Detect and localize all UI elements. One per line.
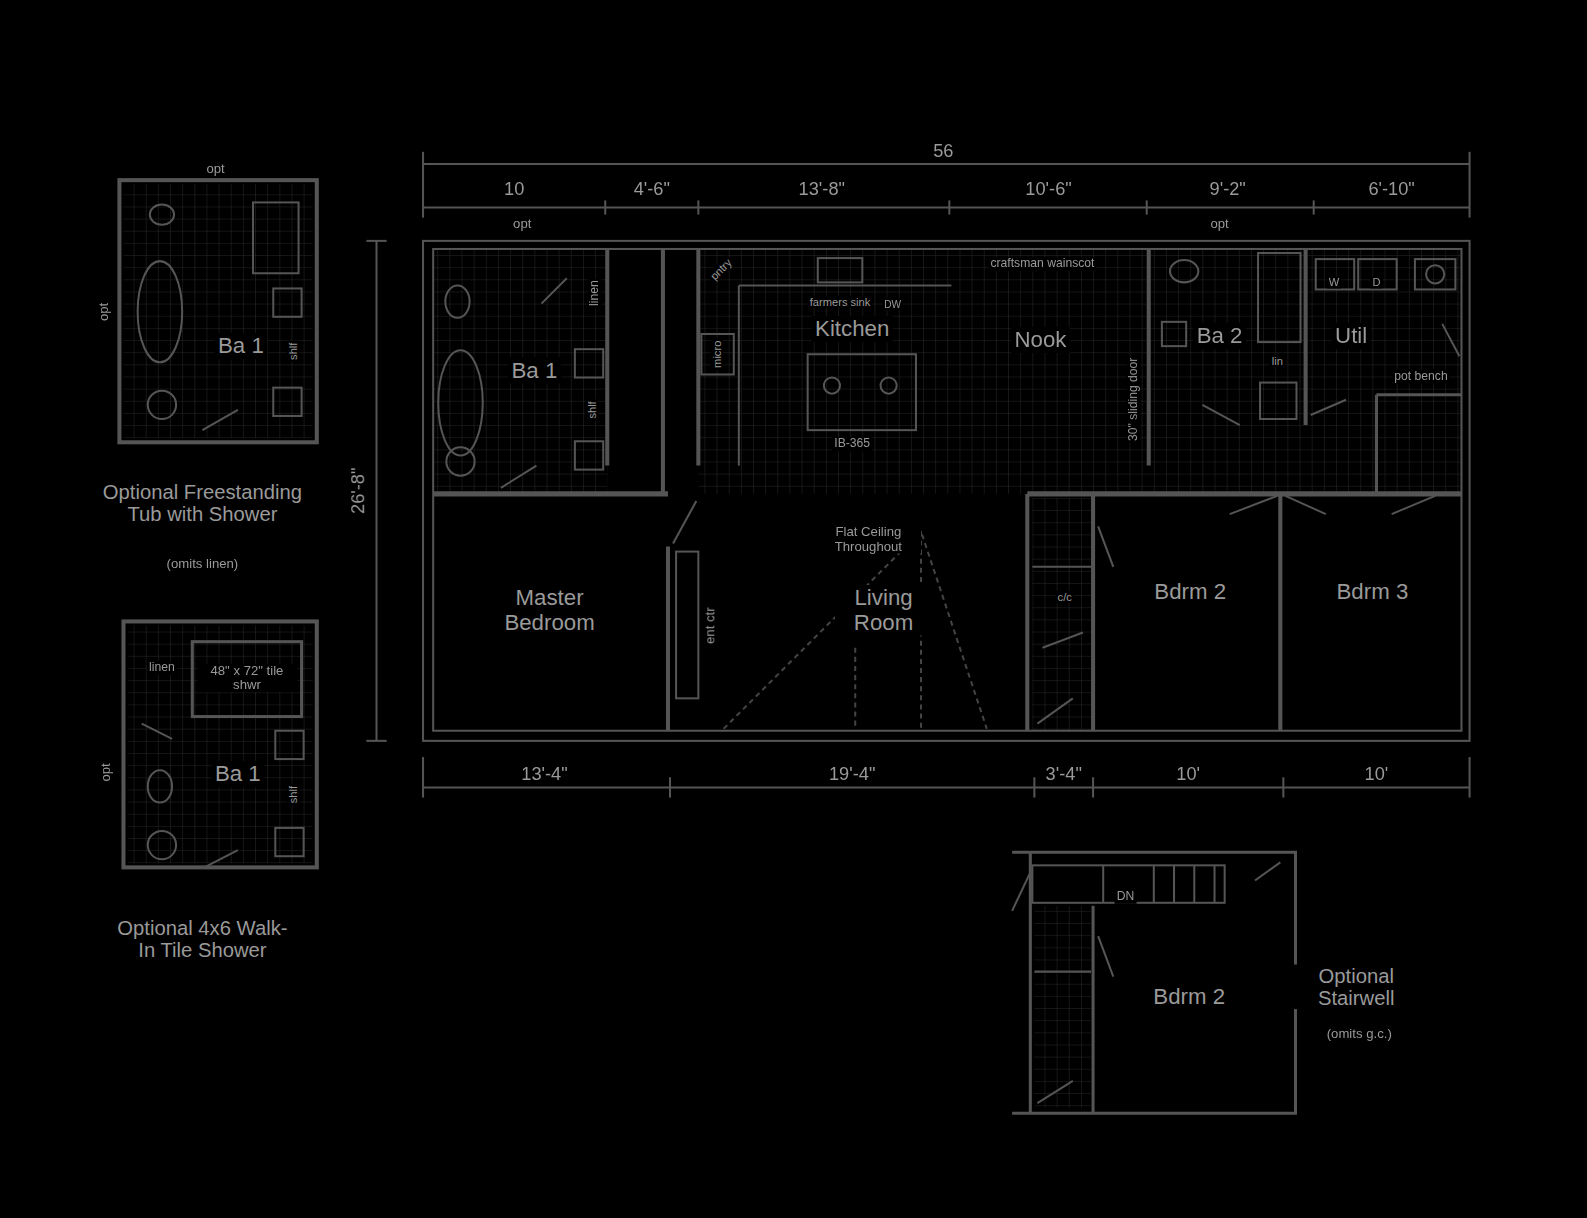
plan-label: 9'-2" (1208, 180, 1248, 200)
room-name: Bdrm 2 (1153, 985, 1225, 1009)
plan-label: opt (1208, 216, 1230, 230)
room-label: Living Room (835, 585, 932, 636)
plan-label: (omits g.c.) (1325, 1027, 1394, 1041)
plan-label: 26'-8" (349, 466, 369, 516)
room-label: Kitchen (812, 316, 892, 343)
plan-label: shlf (287, 784, 299, 805)
plan-label: Optional Freestanding Tub with Shower (94, 481, 311, 526)
plan-label: lin (1270, 355, 1285, 367)
plan-label: D (1370, 276, 1382, 288)
plan-label: IB-365 (832, 438, 872, 451)
plan-label: opt (204, 162, 226, 176)
room-label: Bdrm 2 (1151, 579, 1229, 606)
room-label: Util (1332, 323, 1370, 350)
room-name: Ba 1 (511, 358, 557, 382)
plan-label: c/c (1056, 591, 1074, 603)
plan-label: micro (710, 339, 722, 370)
plan-label: 10 (502, 180, 526, 200)
room-name: Bdrm 3 (1337, 580, 1409, 604)
room-label: Nook (1011, 327, 1069, 354)
plan-label: 13'-8" (797, 180, 847, 200)
plan-label: 10'-6" (1023, 180, 1073, 200)
plan-label: Flat Ceiling Throughout (816, 525, 921, 554)
plan-label: 19'-4" (827, 765, 877, 785)
room-name: Ba 1 (218, 334, 264, 358)
plan-label: 4'-6" (632, 180, 672, 200)
plan-label: 30" sliding door (1127, 356, 1140, 443)
plan-label: DW (882, 298, 903, 309)
plan-label: 13'-4" (519, 765, 569, 785)
plan-label: farmers sink (808, 295, 873, 307)
plan-label: 10' (1174, 765, 1202, 785)
plan-label: 10' (1363, 765, 1391, 785)
room-label: Ba 1 (212, 761, 264, 788)
plan-label: pot bench (1392, 370, 1449, 383)
plan-label: (omits linen) (165, 556, 241, 570)
plan-label: craftsman wainscot (988, 257, 1096, 270)
room-name: Master Bedroom (489, 586, 610, 635)
room-name: Bdrm 2 (1154, 580, 1226, 604)
room-name: Ba 2 (1197, 324, 1243, 348)
room-label: Ba 1 (215, 333, 267, 360)
plan-label: opt (99, 761, 113, 783)
room-name: Kitchen (815, 317, 889, 341)
room-label: Ba 1 (508, 357, 560, 384)
room-name: Nook (1014, 328, 1066, 352)
plan-label: ent ctr (703, 605, 717, 646)
room-label: Ba 2 (1194, 323, 1246, 350)
plan-label: Optional 4x6 Walk-In Tile Shower (114, 917, 290, 962)
plan-label: opt (97, 301, 111, 323)
room-name: Ba 1 (215, 762, 261, 786)
plan-label: shlf (586, 399, 598, 420)
room-label: Master Bedroom (486, 585, 614, 636)
room-name: Living Room (838, 586, 929, 635)
plan-label: W (1327, 276, 1342, 288)
plan-label: linen (147, 661, 177, 674)
plan-label: DN (1115, 890, 1137, 903)
plan-label: 56 (931, 142, 955, 162)
room-label: Bdrm 3 (1333, 579, 1411, 606)
plan-label: linen (588, 279, 601, 309)
plan-label: 6'-10" (1366, 180, 1416, 200)
plan-label: opt (511, 216, 533, 230)
plan-label: Optional Stairwell (1293, 965, 1419, 1010)
room-name: Util (1335, 324, 1367, 348)
plan-label: 48" x 72" tile shwr (197, 664, 297, 693)
plan-label: shlf (287, 341, 299, 362)
plan-label: 3'-4" (1044, 765, 1084, 785)
room-label: Bdrm 2 (1150, 984, 1228, 1011)
